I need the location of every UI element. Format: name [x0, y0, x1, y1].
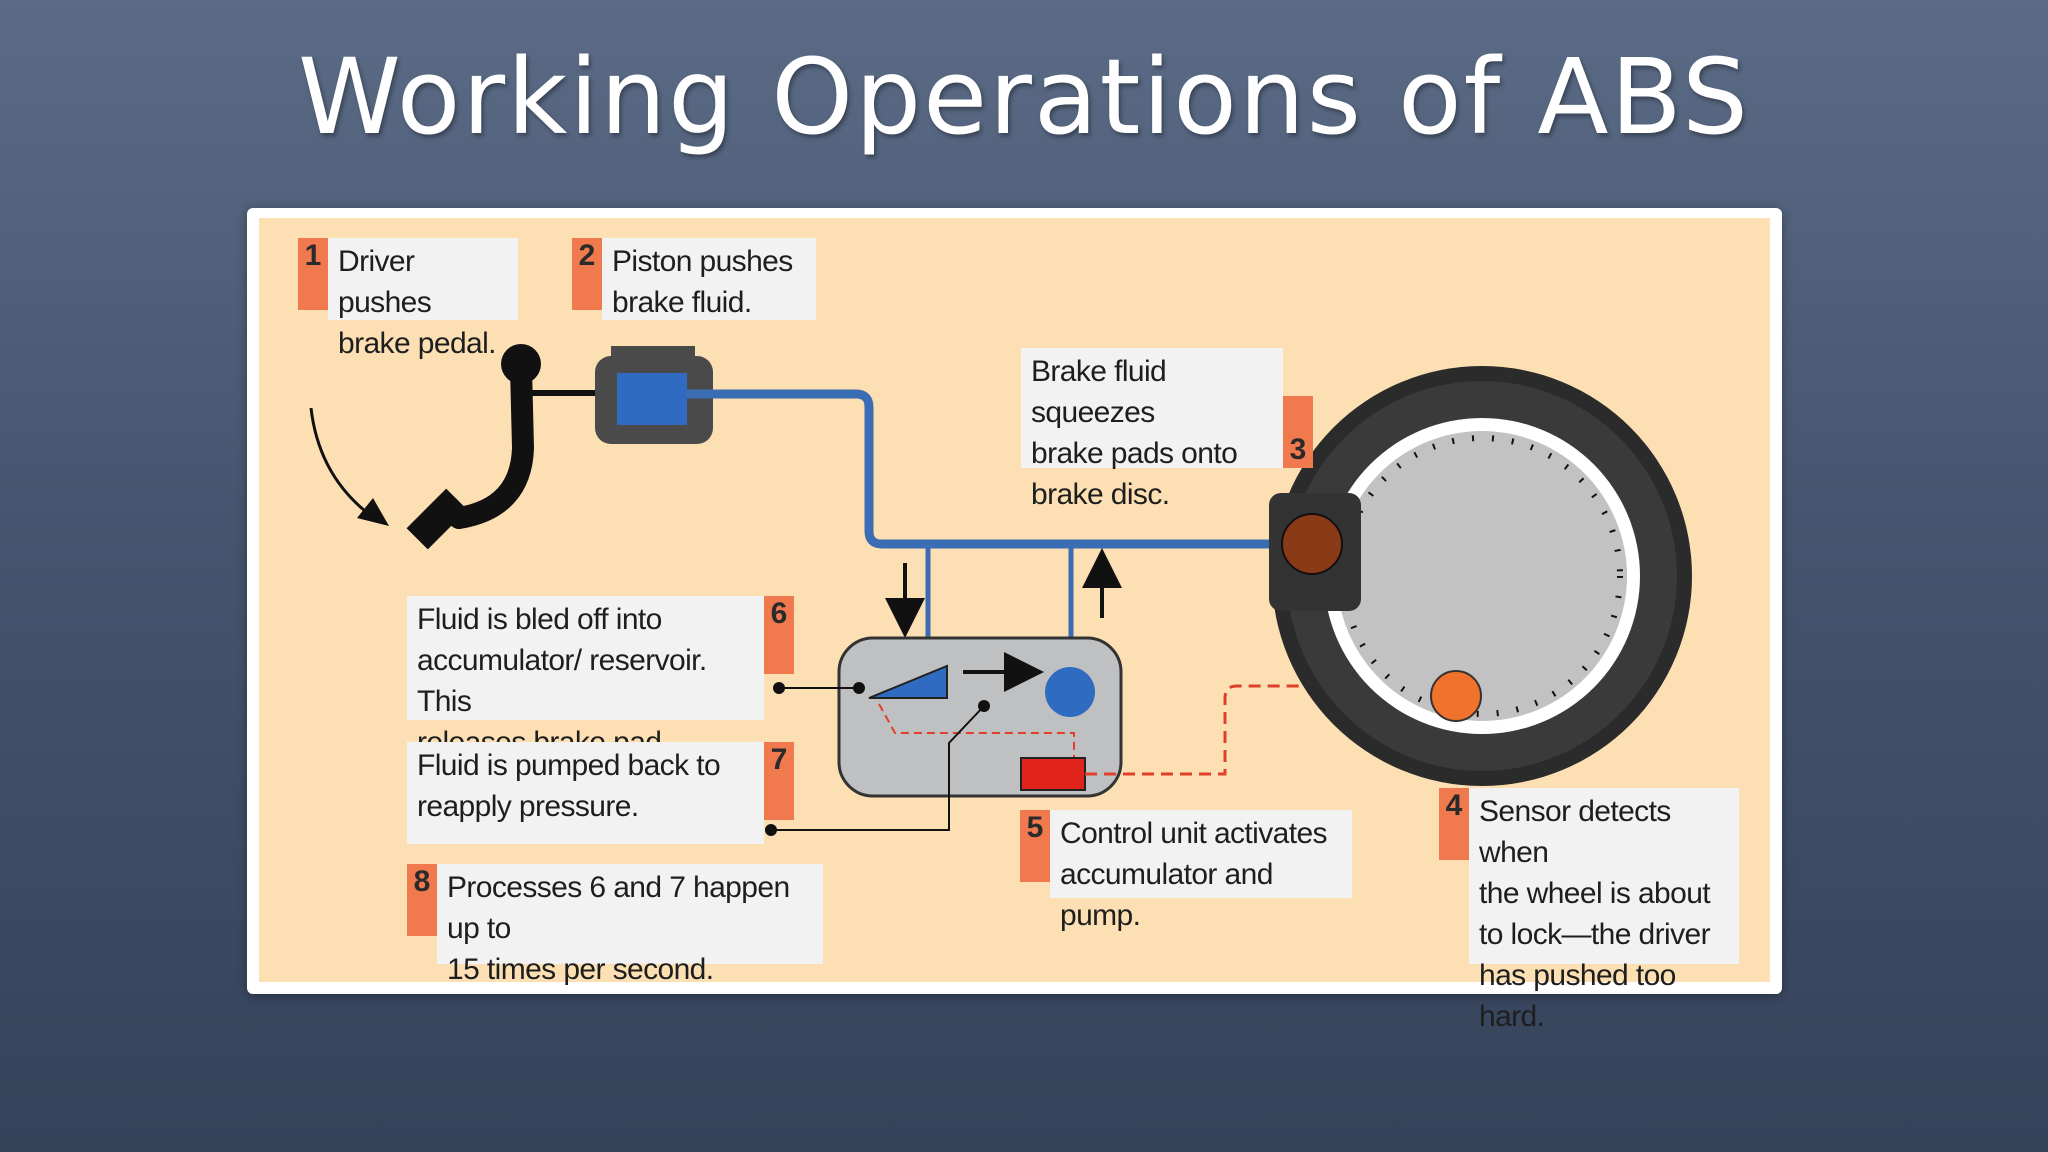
callout-5-text: Control unit activates accumulator and p…: [1060, 817, 1328, 932]
brake-fluid-line: [687, 389, 1319, 549]
step-number-1: 1: [298, 238, 328, 310]
step-number-7: 7: [764, 742, 794, 820]
step-number-8: 8: [407, 864, 437, 936]
callout-7-text: Fluid is pumped back to reapply pressure…: [417, 749, 721, 823]
leader-7: [771, 705, 985, 831]
abs-diagram-drawing: [309, 344, 1692, 836]
abs-diagram: 1 Driver pushes brake pedal. 2 Piston pu…: [259, 218, 1770, 1033]
brake-pad-piston: [1281, 513, 1343, 575]
callout-piston-pushes-fluid: Piston pushes brake fluid.: [602, 238, 816, 320]
step-number-3: 3: [1283, 396, 1313, 468]
brake-pedal-pad: [406, 488, 468, 550]
brake-pedal-pivot: [501, 344, 541, 384]
master-cylinder-piston: [617, 373, 687, 425]
disc-perforations: [1341, 435, 1623, 717]
callout-4-text: Sensor detects when the wheel is about t…: [1479, 795, 1711, 1033]
callout-3-text: Brake fluid squeezes brake pads onto bra…: [1031, 355, 1238, 511]
step-number-4: 4: [1439, 788, 1469, 860]
leader-7-dot-right: [978, 700, 990, 712]
master-cylinder-cap: [611, 346, 695, 360]
callout-fluid-squeezes-pads: Brake fluid squeezes brake pads onto bra…: [1021, 348, 1283, 511]
slide-title: Working Operations of ABS: [297, 36, 1751, 158]
callout-processes-repeat: Processes 6 and 7 happen up to 15 times …: [437, 864, 823, 986]
callout-2-text: Piston pushes brake fluid.: [612, 245, 793, 319]
pedal-motion-arrow: [309, 407, 375, 520]
callout-sensor-detects-lock: Sensor detects when the wheel is about t…: [1469, 788, 1739, 1033]
brake-pedal-arm: [448, 357, 535, 529]
pedal-motion-arrowhead: [357, 498, 389, 526]
callout-8-text: Processes 6 and 7 happen up to 15 times …: [447, 871, 790, 986]
callout-driver-pushes-pedal: Driver pushes brake pedal.: [328, 238, 518, 360]
leader-7-dot-left: [765, 824, 777, 836]
step-number-6: 6: [764, 596, 794, 674]
step-number-2: 2: [572, 238, 602, 310]
leader-6-dot-right: [853, 682, 865, 694]
modulator-internal-wire: [878, 703, 1075, 778]
callout-1-text: Driver pushes brake pedal.: [338, 245, 497, 360]
callout-control-unit-activates: Control unit activates accumulator and p…: [1050, 810, 1352, 932]
callout-fluid-pumped-back: Fluid is pumped back to reapply pressure…: [407, 742, 764, 844]
callout-fluid-bled-off: Fluid is bled off into accumulator/ rese…: [407, 596, 764, 800]
step-number-5: 5: [1020, 810, 1050, 882]
wheel-speed-sensor: [1430, 670, 1482, 722]
leader-6-dot-left: [773, 682, 785, 694]
brake-disc: [1337, 431, 1627, 721]
control-unit: [1020, 757, 1086, 791]
diagram-frame: 1 Driver pushes brake pedal. 2 Piston pu…: [247, 208, 1782, 1033]
pump: [1045, 667, 1095, 717]
sensor-wire: [1085, 684, 1447, 776]
accumulator-valve: [868, 664, 948, 699]
